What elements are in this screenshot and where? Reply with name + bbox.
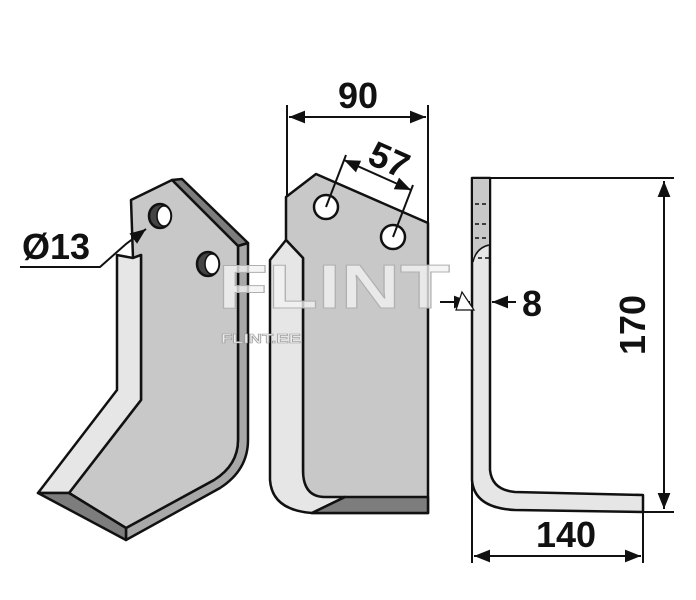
thickness-label: 8 xyxy=(522,283,542,324)
width-label: 90 xyxy=(338,75,378,116)
height-label: 170 xyxy=(612,295,653,355)
blade-front-view xyxy=(268,172,430,515)
blade-side-view xyxy=(470,176,645,514)
blade-profile xyxy=(470,176,645,514)
blade-bottom-bevel xyxy=(310,495,430,515)
watermark-sub: FLINT.EE xyxy=(221,331,301,346)
blade-face xyxy=(284,172,430,515)
blade-face xyxy=(67,178,240,530)
hole-spacing-dimension xyxy=(325,154,414,238)
hole-diameter-label: Ø13 xyxy=(22,226,90,267)
blade-perspective-view xyxy=(36,177,250,542)
length-dimension xyxy=(471,480,644,563)
thickness-dimension xyxy=(440,290,516,311)
watermark-main: FLINT xyxy=(218,253,450,322)
hole-spacing-label: 57 xyxy=(363,133,416,187)
blade-bottom-bevel xyxy=(36,491,128,542)
width-dimension xyxy=(286,105,429,223)
height-dimension xyxy=(490,177,674,513)
flint-watermark: FLINT FLINT.EE xyxy=(218,253,451,347)
length-label: 140 xyxy=(536,514,596,555)
blade-profile-top xyxy=(473,179,489,262)
mounting-hole-inner xyxy=(204,253,220,275)
hole-diameter-dimension: Ø13 xyxy=(20,226,147,268)
mounting-hole-inner xyxy=(156,205,172,227)
